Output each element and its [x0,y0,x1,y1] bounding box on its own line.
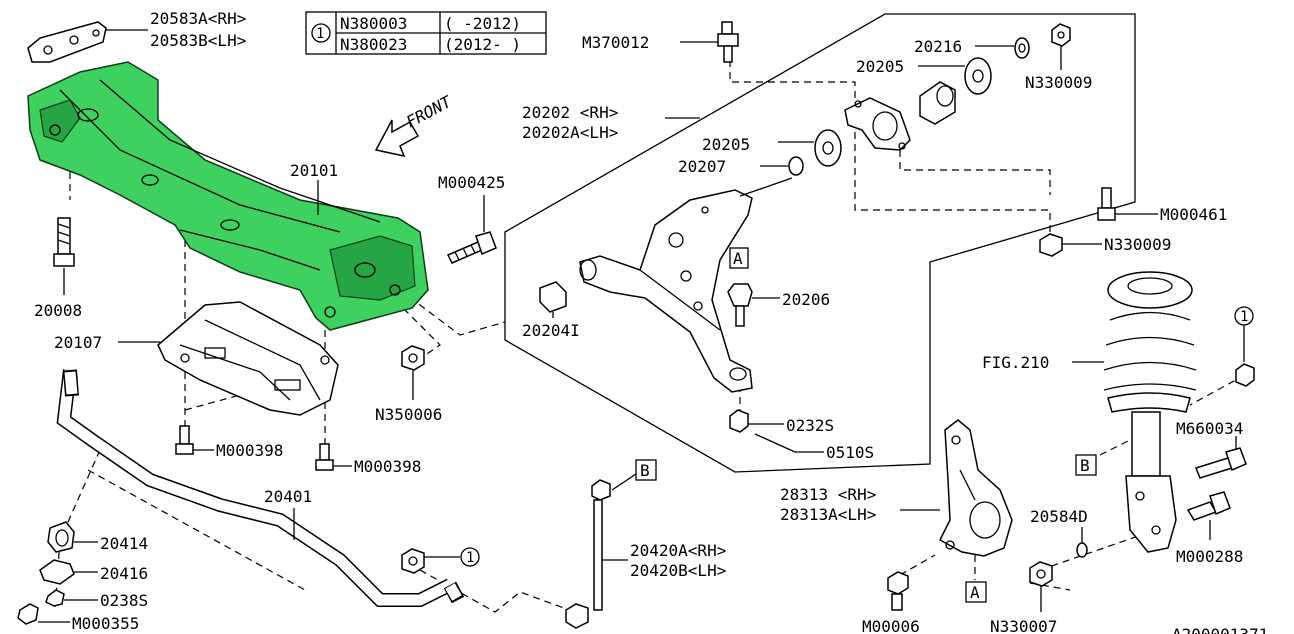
label-m000398-a: M000398 [216,441,283,460]
label-m000288: M000288 [1176,547,1243,566]
washer-20205-b-part [814,129,842,167]
callout-circle-stab [460,547,480,567]
nut-20207-part [788,156,804,176]
label-20202a: 20202A<LH> [522,123,618,142]
label-20416: 20416 [100,564,148,583]
label-0238s: 0238S [100,591,148,610]
steering-knuckle-part [939,419,1013,557]
bolt-m000288-part [1186,491,1231,521]
label-20207: 20207 [678,157,726,176]
nut-stab-part [401,548,425,574]
table-n380023: N380023 [340,35,407,54]
label-20420a: 20420A<RH> [630,541,726,560]
washer-20584d-part [1076,542,1088,558]
front-label: FRONT [403,92,456,132]
table-n380003-range: ( -2012) [444,14,521,33]
label-0232s: 0232S [786,416,834,435]
ref-box-a-top [729,247,749,269]
label-20107: 20107 [54,333,102,352]
rear-bushing-part [919,81,956,125]
bolt-m000398-a-part [175,425,194,455]
bolt-m660034-part [1195,447,1247,479]
label-28313: 28313 <RH> [780,485,876,504]
callout-1-strut: 1 [1240,309,1248,325]
crossmember-bracket-part [27,21,107,63]
support-plate-part [157,301,339,416]
label-20401: 20401 [264,487,312,506]
label-20202: 20202 <RH> [522,103,618,122]
table-n380003: N380003 [340,14,407,33]
label-20414: 20414 [100,534,148,553]
lower-control-arm-part [579,177,793,393]
stabilizer-link-part [565,479,611,629]
label-fig210: FIG.210 [982,353,1049,372]
control-arm-group-frame [504,13,1136,473]
bolt-m00006-part [887,571,909,611]
ref-b-strut: B [1080,456,1090,475]
label-m000355: M000355 [72,614,139,633]
label-20584d: 20584D [1030,507,1088,526]
label-n350006: N350006 [375,405,442,424]
nut-n330009-a-part [1051,23,1071,47]
label-20216: 20216 [914,37,962,56]
bolt-m000355-part [17,603,39,625]
nut-0232s-part [729,409,749,433]
label-m000398-b: M000398 [354,457,421,476]
nut-strut-top-part [1235,363,1255,387]
stud-m370012-part [717,21,739,63]
nut-n350006-part [401,345,425,371]
label-20101: 20101 [290,161,338,180]
front-arrow [374,119,420,158]
bolt-m000425-part [446,231,497,264]
label-20204i: 20204I [522,321,580,340]
label-0510s: 0510S [826,443,874,462]
label-20420b: 20420B<LH> [630,561,726,580]
nut-n330009-b-part [1039,233,1063,257]
bolt-0238s-part [45,589,65,607]
washer-20205-a-part [964,57,992,95]
label-20205-a: 20205 [856,57,904,76]
label-m370012: M370012 [582,33,649,52]
bolt-20008-part [53,217,75,267]
label-m000425: M000425 [438,173,505,192]
ref-box-a-knuckle [965,581,987,603]
table-circle-1: 1 [316,26,324,42]
figure-code: A200001371 [1172,625,1268,634]
label-m000461: M000461 [1160,205,1227,224]
front-bushing-part [539,281,567,313]
label-20583b: 20583B<LH> [150,31,246,50]
table-n380023-range: (2012- ) [444,35,521,54]
bushing-20414-part [47,521,75,553]
ref-box-b-link [635,459,657,481]
label-m00006: M00006 [862,617,920,634]
bolt-m000398-b-part [315,443,334,471]
label-20205-b: 20205 [702,135,750,154]
label-n330009-b: N330009 [1104,235,1171,254]
bolt-m000461-part [1097,187,1116,221]
nut-n330007-part [1029,561,1053,587]
part-number-table: 1 N380003 ( -2012) N380023 (2012- ) [305,11,547,55]
label-20008: 20008 [34,301,82,320]
stabilizer-bar-part [56,369,465,607]
front-crossmember-part [27,61,429,331]
label-20206: 20206 [782,290,830,309]
label-n330007: N330007 [990,617,1057,634]
clamp-20416-part [39,559,75,585]
ref-a-top: A [733,249,743,268]
label-28313a: 28313A<LH> [780,505,876,524]
ref-box-b-strut [1075,454,1097,476]
ball-joint-part [727,283,753,327]
label-m660034: M660034 [1176,419,1243,438]
ref-a-knuckle: A [970,583,980,602]
label-20583a: 20583A<RH> [150,9,246,28]
ref-b-link: B [640,461,650,480]
bushing-housing-part [844,97,911,151]
strut-assembly-part [1103,271,1197,553]
label-n330009-a: N330009 [1025,73,1092,92]
callout-1-stab: 1 [466,550,474,566]
washer-20216-part [1014,37,1030,59]
